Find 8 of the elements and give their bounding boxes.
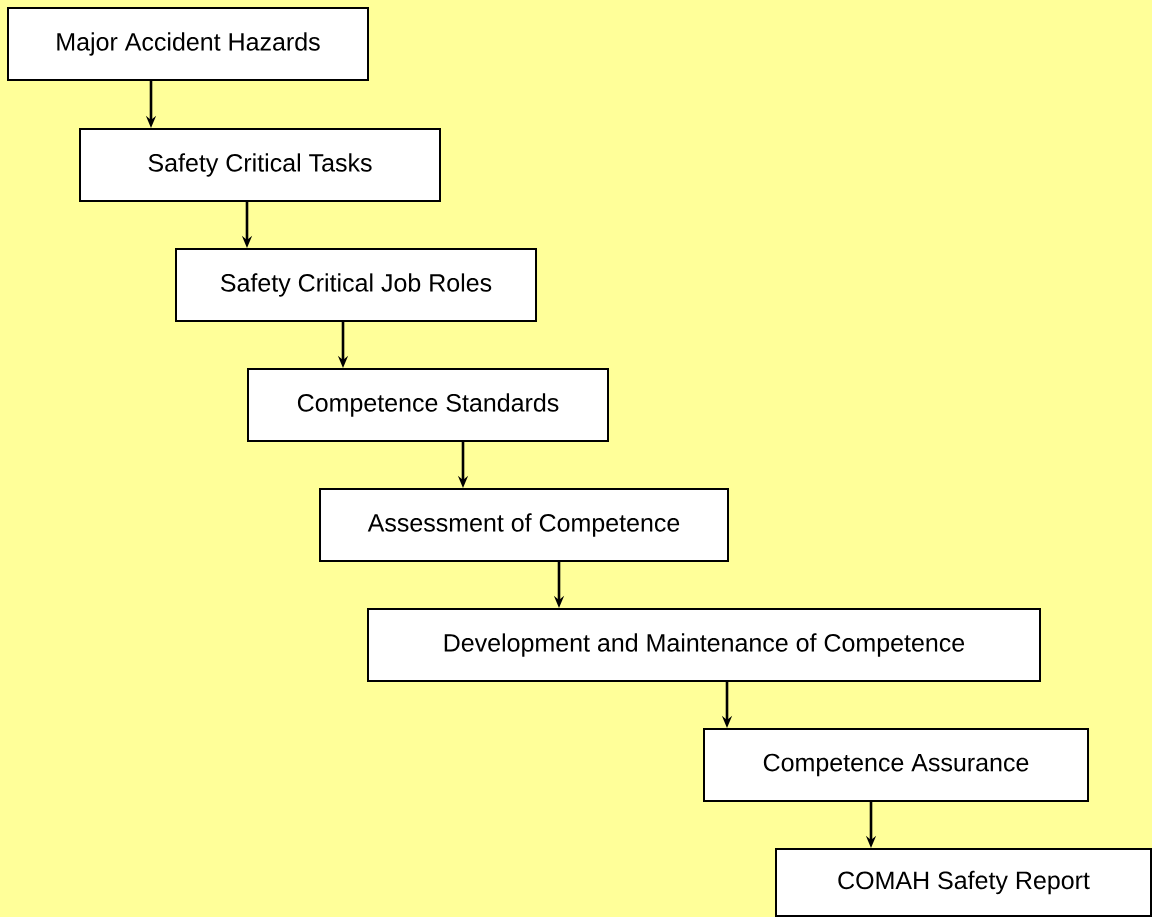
process-box: Safety Critical Job Roles [175, 248, 537, 322]
process-box: COMAH Safety Report [775, 848, 1152, 917]
process-box: Assessment of Competence [319, 488, 729, 562]
process-box: Safety Critical Tasks [79, 128, 441, 202]
process-box: Competence Standards [247, 368, 609, 442]
process-box: Competence Assurance [703, 728, 1089, 802]
process-box: Major Accident Hazards [7, 7, 369, 81]
process-box: Development and Maintenance of Competence [367, 608, 1041, 682]
